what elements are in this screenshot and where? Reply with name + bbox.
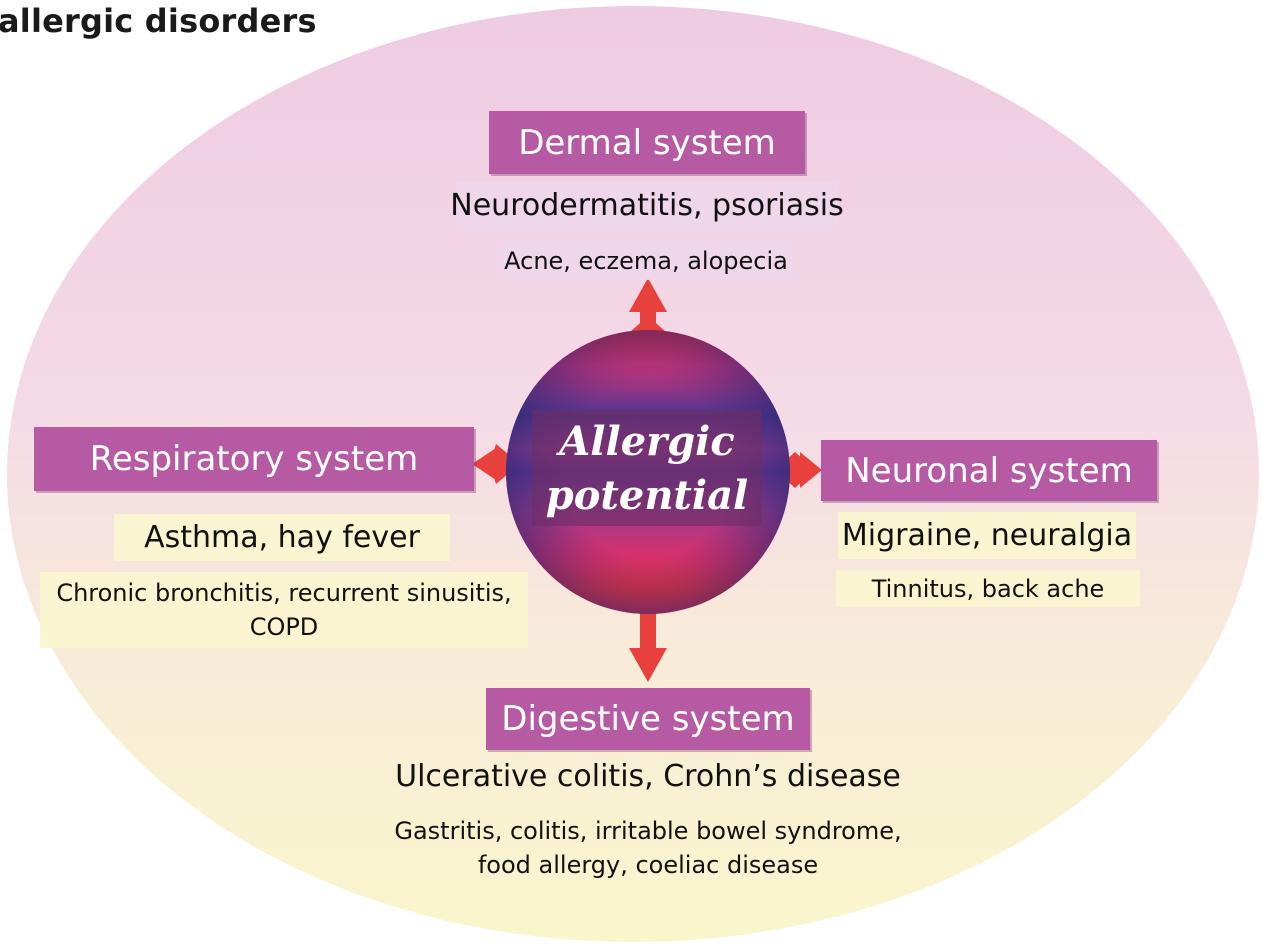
- neuronal-system-label: Neuronal system: [845, 450, 1133, 491]
- respiratory-sub-conditions: Chronic bronchitis, recurrent sinusitis,…: [40, 572, 528, 648]
- page-title: allergic disorders: [0, 2, 317, 40]
- center-label: Allergic potential: [532, 410, 762, 526]
- digestive-system-label: Digestive system: [501, 699, 795, 739]
- neuronal-system-box: Neuronal system: [821, 440, 1157, 501]
- respiratory-main-conditions-text: Asthma, hay fever: [144, 520, 420, 555]
- digestive-main-conditions-text: Ulcerative colitis, Crohn’s disease: [395, 758, 901, 794]
- dermal-main-conditions: Neurodermatitis, psoriasis: [450, 181, 844, 230]
- digestive-system-box: Digestive system: [486, 688, 810, 750]
- arrow-down: [629, 608, 667, 682]
- dermal-system-box: Dermal system: [489, 111, 805, 174]
- neuronal-main-conditions-text: Migraine, neuralgia: [841, 518, 1133, 553]
- digestive-sub-line1: Gastritis, colitis, irritable bowel synd…: [394, 817, 902, 845]
- digestive-sub-line2: food allergy, coeliac disease: [477, 851, 819, 879]
- respiratory-sub-line1: Chronic bronchitis, recurrent sinusitis,: [56, 579, 512, 607]
- dermal-main-conditions-text: Neurodermatitis, psoriasis: [450, 188, 844, 223]
- digestive-sub-conditions: Gastritis, colitis, irritable bowel synd…: [370, 812, 926, 884]
- neuronal-main-conditions: Migraine, neuralgia: [838, 512, 1136, 559]
- center-label-line1: Allergic: [559, 418, 735, 465]
- respiratory-main-conditions: Asthma, hay fever: [114, 514, 450, 561]
- dermal-sub-conditions: Acne, eczema, alopecia: [498, 242, 794, 280]
- digestive-main-conditions: Ulcerative colitis, Crohn’s disease: [380, 753, 916, 799]
- arrow-left: [472, 444, 520, 484]
- respiratory-system-box: Respiratory system: [34, 427, 474, 491]
- neuronal-sub-conditions-text: Tinnitus, back ache: [871, 574, 1105, 603]
- dermal-sub-conditions-text: Acne, eczema, alopecia: [504, 247, 788, 275]
- center-label-line2: potential: [545, 472, 749, 519]
- neuronal-sub-conditions: Tinnitus, back ache: [836, 570, 1140, 607]
- respiratory-sub-line2: COPD: [249, 613, 319, 641]
- respiratory-system-label: Respiratory system: [89, 439, 419, 479]
- dermal-system-label: Dermal system: [518, 122, 776, 163]
